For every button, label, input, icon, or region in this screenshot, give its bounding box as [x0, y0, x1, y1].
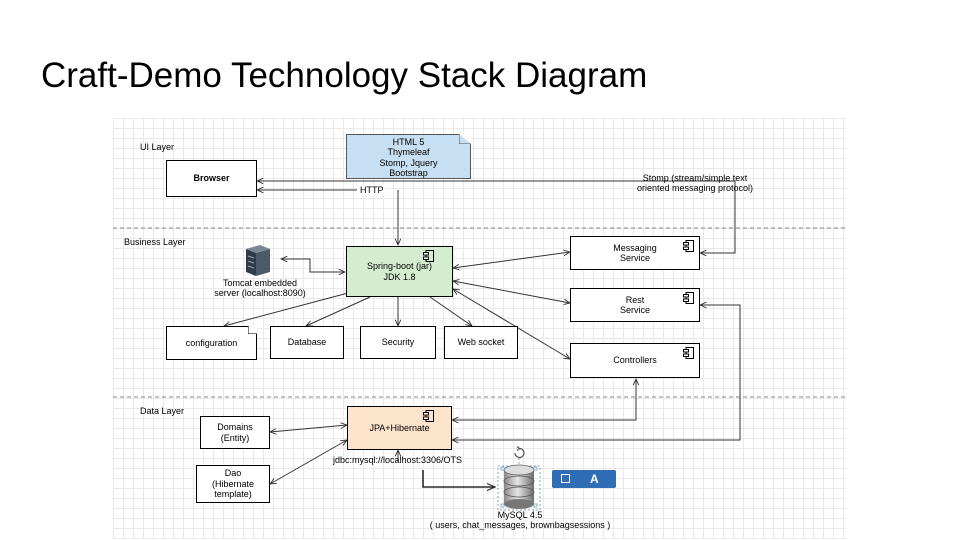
configuration-node[interactable]: configuration [166, 326, 257, 360]
database-node[interactable]: Database [270, 326, 344, 359]
component-icon [423, 250, 434, 262]
data-layer-label: Data Layer [140, 406, 185, 416]
dao-line: Dao [224, 468, 242, 479]
frontend-tech-note: HTML 5 Thymeleaf Stomp, Jquery Bootstrap [346, 134, 471, 179]
ui-layer-label: UI Layer [140, 142, 175, 152]
database-label: Database [287, 337, 327, 348]
tomcat-label: Tomcat embedded server (localhost:8090) [205, 278, 315, 299]
browser-label: Browser [193, 173, 230, 184]
http-label: HTTP [359, 185, 385, 196]
dao-line: (Hibernate [211, 478, 255, 489]
security-node[interactable]: Security [360, 326, 436, 359]
websocket-node[interactable]: Web socket [444, 326, 518, 359]
controllers-node[interactable]: Controllers [570, 343, 700, 378]
messaging-line: Messaging [613, 242, 657, 253]
note-line: Stomp, Jquery [379, 157, 438, 168]
note-fold-icon [459, 134, 471, 144]
jdbc-url-label: jdbc:mysql://localhost:3306/OTS [333, 455, 463, 465]
browser-node[interactable]: Browser [166, 160, 257, 197]
spring-boot-node[interactable]: Spring-boot (jar) JDK 1.8 [346, 246, 453, 297]
domains-node[interactable]: Domains (Entity) [200, 416, 270, 449]
note-line: Thymeleaf [387, 147, 430, 158]
component-icon [423, 410, 434, 422]
messaging-line: Service [619, 253, 650, 263]
note-line: Bootstrap [389, 168, 428, 179]
domains-line: (Entity) [220, 432, 250, 443]
jpa-hibernate-node[interactable]: JPA+Hibernate [347, 406, 452, 450]
domains-line: Domains [217, 422, 253, 433]
format-toolbar: A [552, 470, 616, 488]
jpa-label: JPA+Hibernate [369, 422, 430, 433]
stomp-line: Stomp (stream/simple text [642, 173, 748, 183]
text-style-button[interactable]: A [590, 472, 599, 486]
messaging-service-node[interactable]: Messaging Service [570, 236, 700, 270]
rest-line: Service [619, 305, 650, 315]
tomcat-line: Tomcat embedded [222, 278, 298, 288]
business-layer-label: Business Layer [124, 237, 186, 247]
mysql-label: MySQL 4.5 ( users, chat_messages, brownb… [400, 510, 640, 531]
stomp-label: Stomp (stream/simple text oriented messa… [615, 173, 775, 194]
websocket-label: Web socket [457, 337, 505, 348]
dao-node[interactable]: Dao (Hibernate template) [196, 465, 270, 503]
mysql-line: ( users, chat_messages, brownbagsessions… [429, 520, 611, 531]
note-fold-icon [248, 326, 257, 334]
stomp-line: oriented messaging protocol) [636, 183, 754, 194]
controllers-label: Controllers [613, 355, 657, 366]
shape-style-button[interactable] [561, 474, 570, 483]
spring-line: Spring-boot (jar) [366, 261, 433, 272]
rest-service-node[interactable]: Rest Service [570, 288, 700, 322]
configuration-label: configuration [185, 337, 238, 348]
component-icon [683, 347, 694, 359]
mysql-line: MySQL 4.5 [497, 510, 543, 520]
component-icon [683, 240, 694, 252]
rest-line: Rest [625, 294, 645, 305]
rotate-handle-icon[interactable] [512, 446, 526, 460]
server-icon [246, 245, 270, 276]
tomcat-line: server (localhost:8090) [214, 288, 306, 299]
spring-line: JDK 1.8 [383, 271, 416, 282]
database-cylinder-icon[interactable] [500, 464, 538, 510]
dao-line: template) [214, 489, 252, 500]
slide-title: Craft-Demo Technology Stack Diagram [41, 56, 648, 95]
component-icon [683, 292, 694, 304]
security-label: Security [381, 337, 415, 348]
note-line: HTML 5 [392, 137, 425, 147]
